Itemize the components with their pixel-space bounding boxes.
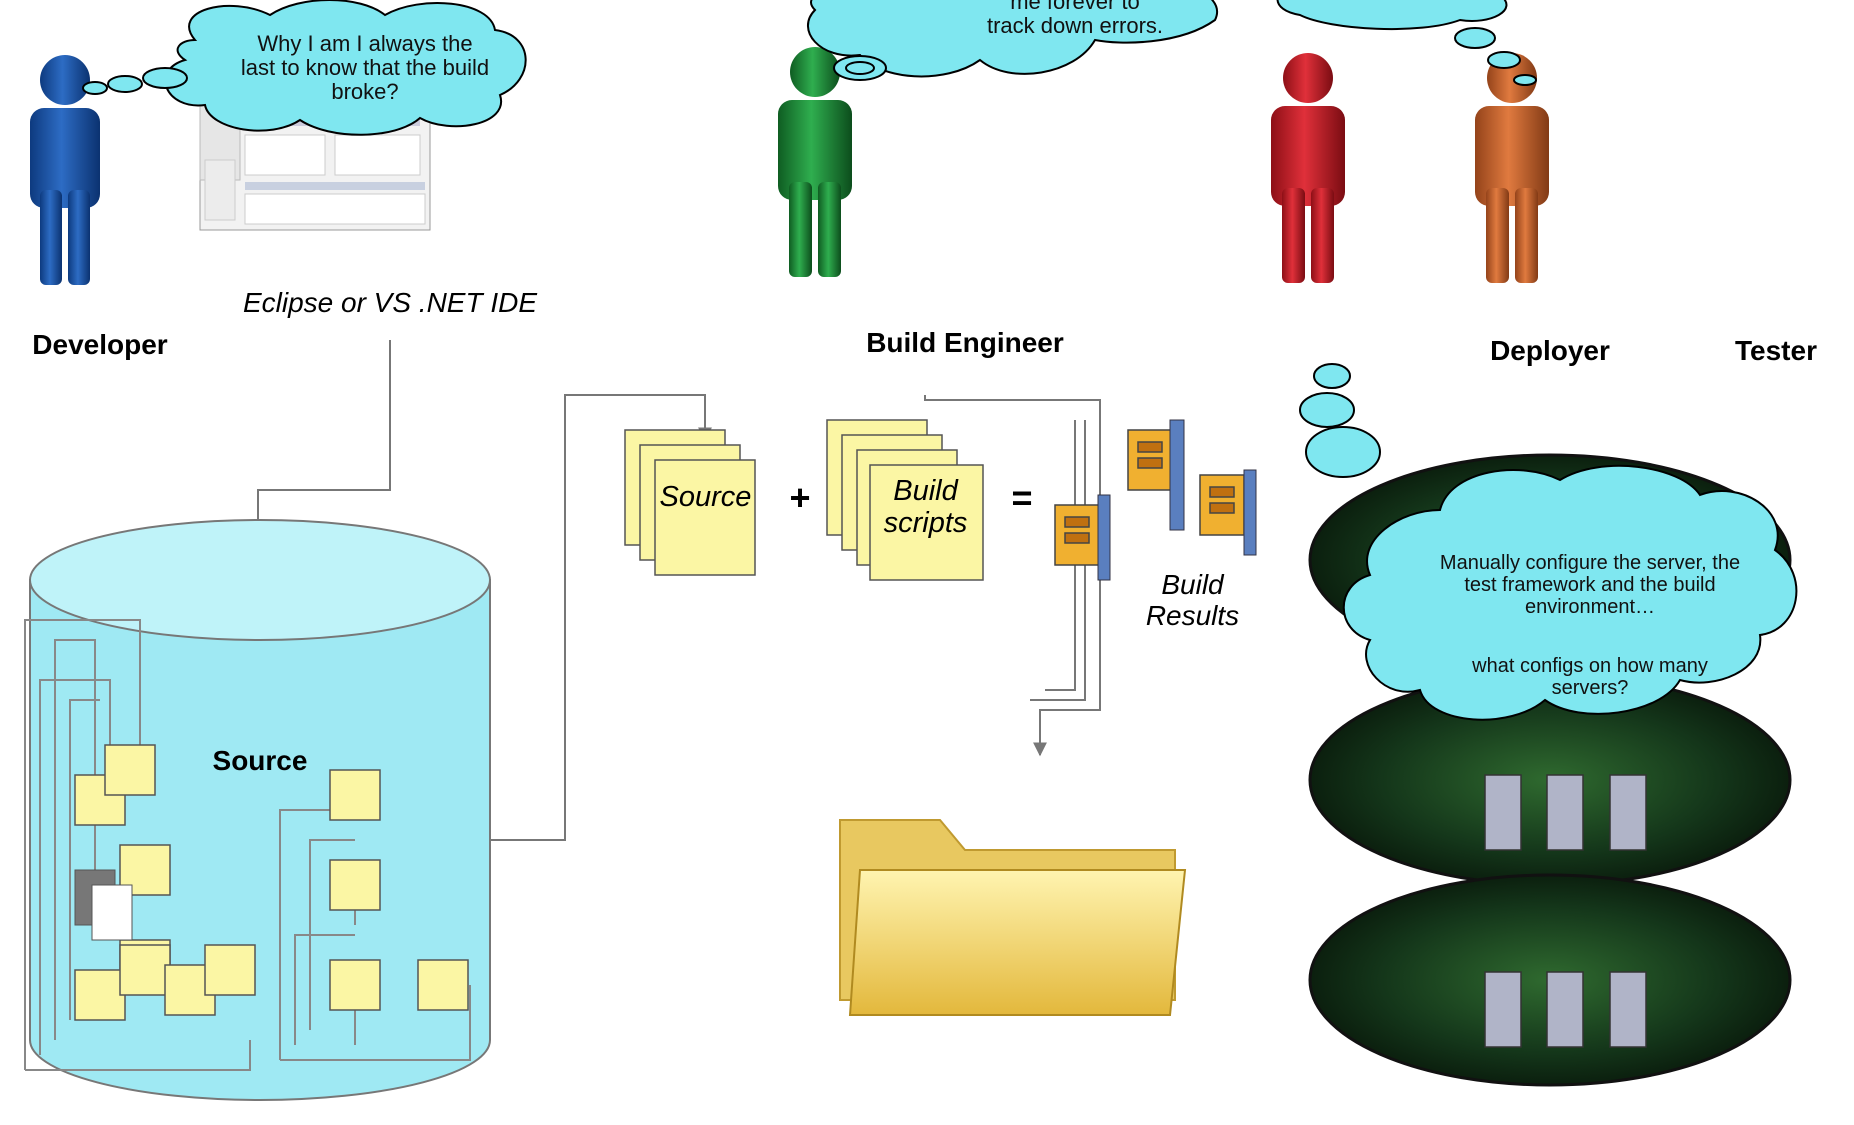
build-scripts-label: Build scripts bbox=[883, 475, 968, 539]
build-engineer-role-label: Build Engineer bbox=[866, 327, 1064, 358]
deployer-figure bbox=[1271, 53, 1345, 283]
source-doc-label: Source bbox=[659, 481, 752, 513]
deployer-thought-text-2: what configs on how many servers? bbox=[1472, 655, 1708, 699]
equals-operator: = bbox=[1011, 477, 1033, 518]
developer-thought-text: Why I am I always the last to know that … bbox=[240, 31, 490, 105]
build-engineer-thought-text: me forever to track down errors. bbox=[986, 0, 1164, 39]
plus-operator: + bbox=[789, 477, 811, 518]
output-folder-icon bbox=[839, 819, 1187, 1016]
developer-thought-cloud bbox=[82, 0, 527, 136]
build-results-archives bbox=[1054, 419, 1257, 581]
deployer-thought-text-1: Manually configure the server, the test … bbox=[1439, 552, 1741, 618]
tester-role-label: Tester bbox=[1735, 335, 1817, 366]
ide-caption: Eclipse or VS .NET IDE bbox=[242, 287, 538, 318]
developer-role-label: Developer bbox=[32, 329, 168, 360]
deployer-tester-thought-cloud-top bbox=[1276, 0, 1537, 86]
build-engineer-thought-cloud bbox=[807, 0, 1218, 81]
build-scripts-doc-stack bbox=[826, 419, 984, 581]
tester-figure bbox=[1475, 53, 1549, 283]
build-engineer-figure bbox=[778, 47, 852, 277]
server-towers-row-1 bbox=[1484, 774, 1647, 851]
server-towers-row-2 bbox=[1484, 971, 1647, 1048]
deployer-role-label: Deployer bbox=[1490, 335, 1610, 366]
repository-label: Source bbox=[212, 745, 308, 776]
build-results-label: Build Results bbox=[1145, 569, 1240, 631]
source-repository bbox=[24, 519, 491, 1101]
deployer-thought-cloud bbox=[1299, 363, 1798, 721]
source-doc-stack bbox=[624, 429, 756, 576]
developer-figure bbox=[30, 55, 100, 285]
